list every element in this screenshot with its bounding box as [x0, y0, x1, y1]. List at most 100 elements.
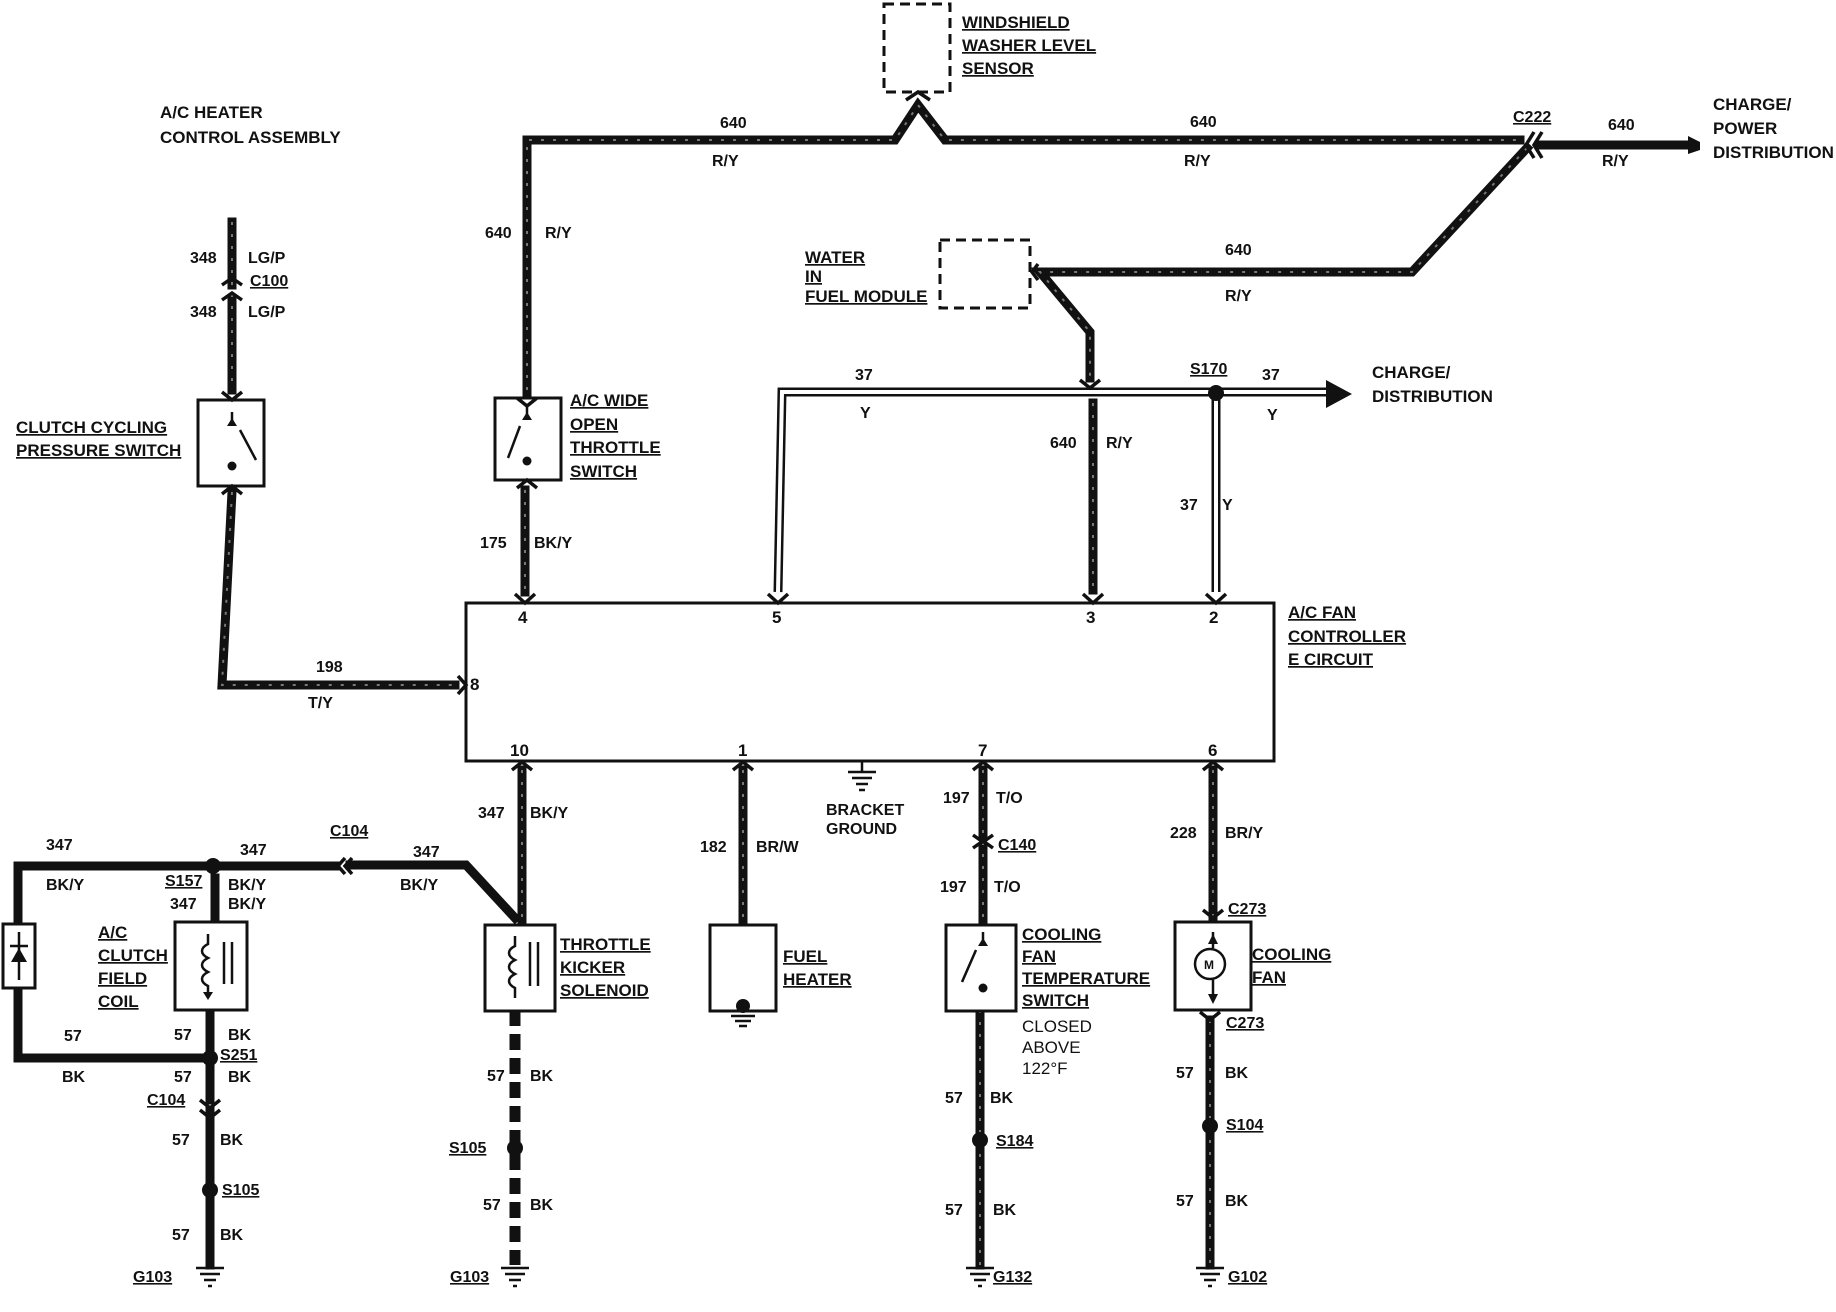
temp-switch-label-3: TEMPERATURE: [1022, 969, 1150, 988]
clutch-coil-label-1: A/C: [98, 923, 127, 942]
c104-left-connector: [198, 1098, 222, 1121]
wire-label-color: BK: [993, 1202, 1017, 1219]
wot-switch-label-4: SWITCH: [570, 462, 637, 481]
c100-label: C100: [250, 273, 288, 290]
cooling-fan-temperature-switch[interactable]: [944, 923, 1018, 1013]
g132-label: G132: [993, 1269, 1032, 1286]
wire-label-num: 57: [1176, 1065, 1194, 1082]
wire-label-color: LG/P: [248, 250, 286, 267]
wire-label-num: 37: [855, 367, 873, 384]
temp-switch-label-1: COOLING: [1022, 925, 1101, 944]
temp-note-2: ABOVE: [1022, 1038, 1081, 1057]
charge-dist-label-2: DISTRIBUTION: [1372, 387, 1493, 406]
kicker-label-2: KICKER: [560, 958, 625, 977]
pin-3: 3: [1086, 608, 1095, 627]
wire-label-color: R/Y: [1184, 153, 1211, 170]
wire-label-num: 175: [480, 535, 507, 552]
wire-label-color: BR/Y: [1225, 825, 1264, 842]
wire-label-color: BK: [220, 1227, 244, 1244]
wire-label-color: BR/W: [756, 839, 800, 856]
washer-sensor-label-1: WINDSHIELD: [962, 13, 1070, 32]
pin-4: 4: [518, 608, 528, 627]
wire-label-num: 347: [46, 837, 73, 854]
title-line-1: A/C HEATER: [160, 103, 263, 122]
throttle-kicker-solenoid[interactable]: [483, 923, 557, 1013]
wire-label-num: 640: [1608, 117, 1635, 134]
s105-mid-splice: [507, 1140, 523, 1156]
fuel-heater-label-1: FUEL: [783, 947, 827, 966]
wire-label-color: R/Y: [712, 153, 739, 170]
washer-level-sensor-box: [882, 2, 952, 94]
clutch-diode: [1, 922, 37, 990]
wire-label-num: 57: [483, 1197, 501, 1214]
wire-label-color: BK/Y: [228, 877, 267, 894]
kicker-label-1: THROTTLE: [560, 935, 651, 954]
wire-label-color: BK/Y: [228, 896, 267, 913]
wot-switch[interactable]: [493, 396, 563, 482]
motor-symbol: M: [1204, 958, 1214, 972]
bracket-ground-label-2: GROUND: [826, 821, 897, 838]
clutch-coil-label-2: CLUTCH: [98, 946, 168, 965]
ac-clutch-field-coil[interactable]: [173, 920, 249, 1012]
pin-6: 6: [1208, 741, 1217, 760]
wire-label-color: BK: [1225, 1193, 1249, 1210]
wire-label-num: 348: [190, 250, 217, 267]
washer-sensor-label-3: SENSOR: [962, 59, 1034, 78]
s251-splice: [202, 1050, 218, 1066]
s105-mid-label: S105: [449, 1140, 486, 1157]
wire-label-num: 640: [1225, 242, 1252, 259]
ground-symbol-left: [196, 1266, 224, 1288]
wire-label-color: R/Y: [545, 225, 572, 242]
wire-label-color: Y: [860, 405, 871, 422]
charge-power-label-1: CHARGE/: [1713, 95, 1792, 114]
wire-37-y: [773, 380, 1352, 593]
wire-label-num: 57: [487, 1068, 505, 1085]
fuel-heater-label-2: HEATER: [783, 970, 852, 989]
wire-label-color: BK: [228, 1069, 252, 1086]
clutch-cycling-switch[interactable]: [196, 398, 266, 488]
fuel-heater[interactable]: [708, 923, 778, 1028]
wot-switch-label-1: A/C WIDE: [570, 391, 648, 410]
wire-640-top-run: [522, 97, 1525, 407]
c104-top-label: C104: [330, 823, 368, 840]
wire-label-num: 640: [1050, 435, 1077, 452]
s105-left-splice: [202, 1182, 218, 1198]
wot-switch-label-3: THROTTLE: [570, 438, 661, 457]
ground-symbol-temp: [966, 1266, 994, 1288]
s184-label: S184: [996, 1133, 1033, 1150]
temp-switch-label-4: SWITCH: [1022, 991, 1089, 1010]
water-fuel-label-1: WATER: [805, 248, 865, 267]
cooling-fan-motor[interactable]: [1173, 920, 1253, 1012]
ground-symbol-mid: [501, 1266, 529, 1288]
wire-640-charge-input: [1535, 136, 1700, 154]
bracket-ground-symbol: [848, 762, 876, 792]
controller-label-3: E CIRCUIT: [1288, 650, 1374, 669]
c273-connector-bottom: [1198, 1010, 1222, 1023]
wire-label-color: Y: [1267, 407, 1278, 424]
wire-label-color: T/O: [994, 879, 1021, 896]
kicker-label-3: SOLENOID: [560, 981, 649, 1000]
s104-splice: [1202, 1118, 1218, 1134]
wot-switch-label-2: OPEN: [570, 415, 618, 434]
c273-bottom-label: C273: [1226, 1015, 1264, 1032]
wire-label-color: BK: [530, 1197, 554, 1214]
wire-label-num: 347: [413, 844, 440, 861]
water-fuel-label-3: FUEL MODULE: [805, 287, 927, 306]
s157-splice: [205, 858, 221, 874]
bracket-ground-label-1: BRACKET: [826, 802, 904, 819]
wire-label-color: BK: [220, 1132, 244, 1149]
cooling-fan-label-1: COOLING: [1252, 945, 1331, 964]
wire-label-num: 57: [174, 1027, 192, 1044]
s157-label: S157: [165, 873, 202, 890]
wire-label-num: 37: [1262, 367, 1280, 384]
wire-label-num: 197: [940, 879, 967, 896]
wire-label-color: BK: [228, 1027, 252, 1044]
s170-splice: [1208, 385, 1224, 401]
c140-connector: [971, 833, 995, 850]
clutch-switch-label-2: PRESSURE SWITCH: [16, 441, 181, 460]
wire-label-color: BK/Y: [46, 877, 85, 894]
pin-10: 10: [510, 741, 529, 760]
wire-label-color: BK: [1225, 1065, 1249, 1082]
s105-left-label: S105: [222, 1182, 259, 1199]
water-module-connector: [1029, 262, 1040, 282]
